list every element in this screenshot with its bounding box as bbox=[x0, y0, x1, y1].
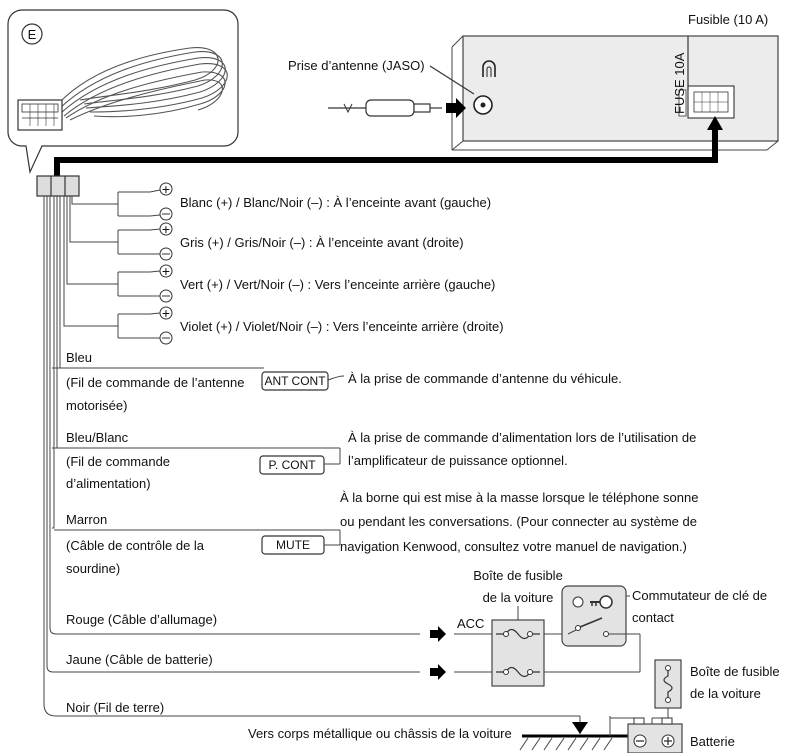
wire-blue: Bleu (Fil de commande de l’antenne motor… bbox=[60, 350, 622, 413]
speaker-label-front-right: Gris (+) / Gris/Noir (–) : À l’enceinte … bbox=[180, 235, 464, 250]
antenna-cable: Prise d’antenne (JASO) bbox=[288, 58, 475, 118]
wire-blue-white-dest-1: À la prise de commande d’alimentation lo… bbox=[348, 430, 696, 445]
ground-text: Vers corps métallique ou châssis de la v… bbox=[248, 726, 512, 741]
wire-blue-white-desc-1: (Fil de commande bbox=[66, 454, 170, 469]
wire-yellow-name: Jaune (Câble de batterie) bbox=[66, 652, 213, 667]
harness-connector-illustration bbox=[17, 99, 63, 131]
tag-p-cont: P. CONT bbox=[259, 455, 325, 475]
speaker-wire-rear-right: + Violet (+) / Violet/Noir (–) : Vers l’… bbox=[117, 305, 504, 345]
ignition-switch-label-1: Commutateur de clé de bbox=[632, 588, 767, 603]
svg-text:+: + bbox=[162, 305, 170, 321]
ground-arrow bbox=[572, 722, 588, 734]
ignition-switch: Commutateur de clé de contact bbox=[561, 585, 767, 672]
harness-connector bbox=[36, 175, 80, 197]
tag-mute: MUTE bbox=[261, 535, 325, 555]
fuse-box-top-label-1: Boîte de fusible bbox=[473, 568, 563, 583]
wire-blue-white-desc-2: d’alimentation) bbox=[66, 476, 151, 491]
svg-text:ANT CONT: ANT CONT bbox=[264, 374, 326, 388]
harness-letter-circle bbox=[21, 23, 43, 45]
wire-red: Rouge (Câble d’allumage) ACC bbox=[49, 612, 492, 642]
wire-blue-name: Bleu bbox=[66, 350, 92, 365]
head-unit: FUSE 10A Fusible (10 A) bbox=[451, 12, 779, 151]
wire-bundle bbox=[43, 196, 118, 704]
main-cable bbox=[54, 126, 718, 178]
vehicle-fuse-box-right: Boîte de fusible de la voiture bbox=[651, 659, 780, 724]
fuse-small-text: FUSE 10A bbox=[672, 52, 687, 114]
arrow-yellow bbox=[430, 664, 446, 680]
speaker-label-rear-left: Vert (+) / Vert/Noir (–) : Vers l’encein… bbox=[180, 277, 495, 292]
wire-blue-dest: À la prise de commande d’antenne du véhi… bbox=[348, 371, 622, 386]
wire-brown-dest-2: ou pendant les conversations. (Pour conn… bbox=[340, 514, 697, 529]
antenna-label: Prise d’antenne (JASO) bbox=[288, 58, 425, 73]
head-unit-icon bbox=[482, 60, 496, 77]
fuse-slot: FUSE 10A bbox=[672, 52, 687, 117]
fuse-box-top-label-2: de la voiture bbox=[483, 590, 554, 605]
wire-black: Noir (Fil de terre) Vers corps métalliqu… bbox=[43, 700, 640, 751]
harness-letter: E bbox=[28, 27, 37, 42]
key-icon bbox=[599, 595, 613, 609]
fuse-label: Fusible (10 A) bbox=[688, 12, 768, 27]
battery: Batterie bbox=[609, 716, 735, 753]
wire-blue-white: Bleu/Blanc (Fil de commande d’alimentati… bbox=[57, 430, 696, 491]
antenna-arrow bbox=[446, 98, 466, 118]
speaker-wire-rear-left: + Vert (+) / Vert/Noir (–) : Vers l’ence… bbox=[117, 263, 495, 303]
fuse-box-right-label-1: Boîte de fusible bbox=[690, 664, 780, 679]
wire-brown-dest-3: navigation Kenwood, consultez votre manu… bbox=[340, 539, 687, 554]
svg-text:MUTE: MUTE bbox=[276, 538, 310, 552]
wire-red-name: Rouge (Câble d’allumage) bbox=[66, 612, 217, 627]
svg-text:+: + bbox=[162, 181, 170, 197]
wire-brown-desc-1: (Câble de contrôle de la bbox=[66, 538, 205, 553]
ignition-switch-label-2: contact bbox=[632, 610, 674, 625]
fuse-box-right-label-2: de la voiture bbox=[690, 686, 761, 701]
svg-text:P. CONT: P. CONT bbox=[268, 458, 316, 472]
harness-inset: E bbox=[7, 9, 239, 175]
tag-ant-cont: ANT CONT bbox=[261, 371, 329, 391]
speaker-wire-front-right: + Gris (+) / Gris/Noir (–) : À l’enceint… bbox=[117, 221, 464, 261]
wire-black-name: Noir (Fil de terre) bbox=[66, 700, 164, 715]
harness-cable-illustration bbox=[57, 47, 228, 121]
wire-brown-dest-1: À la borne qui est mise à la masse lorsq… bbox=[340, 490, 698, 505]
svg-text:+: + bbox=[162, 263, 170, 279]
wire-blue-desc-2: motorisée) bbox=[66, 398, 127, 413]
wire-brown: Marron (Câble de contrôle de la sourdine… bbox=[54, 490, 698, 576]
wire-blue-desc-1: (Fil de commande de l’antenne bbox=[66, 375, 245, 390]
vehicle-fuse-box: Boîte de fusible de la voiture bbox=[473, 568, 640, 687]
ground-symbol bbox=[519, 734, 640, 751]
speaker-label-front-left: Blanc (+) / Blanc/Noir (–) : À l’enceint… bbox=[180, 195, 491, 210]
acc-label: ACC bbox=[457, 616, 484, 631]
wire-brown-desc-2: sourdine) bbox=[66, 561, 120, 576]
speaker-wire-front-left: + Blanc (+) / Blanc/Noir (–) : À l’encei… bbox=[117, 181, 491, 221]
battery-label: Batterie bbox=[690, 734, 735, 749]
rear-connector bbox=[687, 85, 735, 119]
wire-blue-white-name: Bleu/Blanc bbox=[66, 430, 129, 445]
wire-blue-white-dest-2: l’amplificateur de puissance optionnel. bbox=[348, 453, 568, 468]
wire-brown-name: Marron bbox=[66, 512, 107, 527]
speaker-label-rear-right: Violet (+) / Violet/Noir (–) : Vers l’en… bbox=[180, 319, 504, 334]
wire-yellow: Jaune (Câble de batterie) bbox=[46, 652, 492, 680]
arrow-red bbox=[430, 626, 446, 642]
svg-text:+: + bbox=[162, 221, 170, 237]
